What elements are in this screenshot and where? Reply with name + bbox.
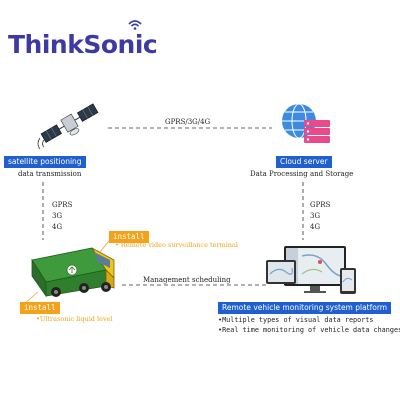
wifi-icon <box>128 20 142 30</box>
link-left-3g: 3G <box>52 212 63 220</box>
link-right-4g: 4G <box>310 223 321 231</box>
cloud-badge: Cloud server <box>276 156 332 168</box>
link-bottom-label: Management scheduling <box>143 276 231 284</box>
link-left-gprs: GPRS <box>52 201 73 209</box>
link-right-labels: GPRS 3G 4G <box>310 200 330 233</box>
satellite-badge: satellite positioning <box>4 156 86 168</box>
cloud-server-icon <box>282 103 330 143</box>
link-left-labels: GPRS 3G 4G <box>52 200 72 233</box>
cloud-caption: Data Processing and Storage <box>250 170 354 178</box>
satellite-caption: data transmission <box>18 170 82 178</box>
garbage-truck-image <box>31 247 115 298</box>
install-top-badge: install <box>109 231 149 243</box>
monitoring-devices-image <box>266 246 356 294</box>
install-bottom-note: •Ultrasonic liquid level <box>36 315 113 323</box>
brand-logo: ThinkSonic <box>8 20 158 59</box>
install-bottom-badge: install <box>20 302 60 314</box>
satellite-icon <box>37 103 99 150</box>
platform-bullet: •Multiple types of visual data reports <box>218 316 374 324</box>
install-top-note: • Remote video surveillance terminal <box>115 241 238 249</box>
link-right-3g: 3G <box>310 212 321 220</box>
link-right-gprs: GPRS <box>310 201 331 209</box>
platform-badge: Remote vehicle monitoring system platfor… <box>218 302 392 314</box>
link-left-4g: 4G <box>52 223 63 231</box>
link-top-label: GPRS/3G/4G <box>165 118 211 126</box>
platform-bullet: •Real time monitoring of vehicle data ch… <box>218 326 400 334</box>
brand-name: ThinkSonic <box>8 30 158 59</box>
platform-bullets: •Multiple types of visual data reports •… <box>218 315 400 335</box>
